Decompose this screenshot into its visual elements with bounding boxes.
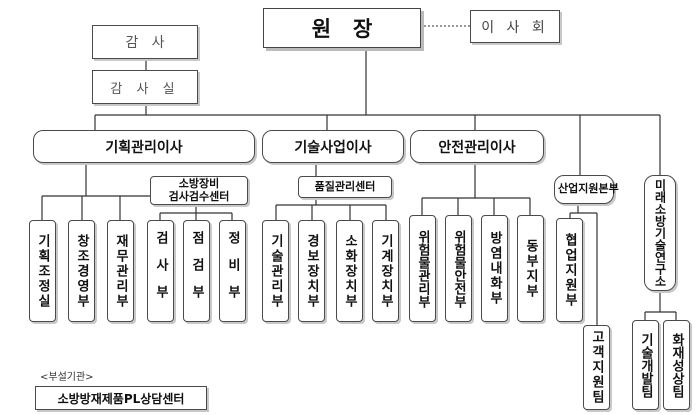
dept-mechanical-device-label: 기계장치부 xyxy=(378,233,393,309)
dept-creative-management: 창조경영부 xyxy=(68,220,95,322)
affiliate-name: 소방방재제품PL상담센터 xyxy=(57,391,185,406)
dept-creative-management-label: 창조경영부 xyxy=(74,233,89,309)
division-safety-label: 안전관리이사 xyxy=(438,139,516,156)
dept-tech-management-label: 기술관리부 xyxy=(268,233,283,309)
team-tech-development-label: 기술개발팀 xyxy=(638,332,653,398)
dept-extinguishing-device-label: 소화장치부 xyxy=(342,233,357,309)
dept-cooperation-support-label: 협업지원부 xyxy=(562,232,577,308)
division-technology: 기술사업이사 xyxy=(262,130,404,163)
audit-office-label: 감 사 실 xyxy=(110,81,180,97)
dept-inspection: 검사부 xyxy=(147,220,174,322)
dept-finance-label: 재무관리부 xyxy=(113,233,128,309)
dept-east-branch: 동부지부 xyxy=(517,215,544,322)
affiliate-box: 소방방재제품PL상담센터 xyxy=(35,386,207,410)
team-fire-characteristics: 화재성상팀 xyxy=(663,320,690,410)
center-quality: 품질관리센터 xyxy=(298,176,392,198)
division-planning: 기획관리이사 xyxy=(33,130,255,163)
auditor-box: 감 사 xyxy=(92,25,198,59)
dept-cooperation-support: 협업지원부 xyxy=(556,218,583,322)
division-research: 미래소방기술연구소 xyxy=(644,175,676,291)
dept-alarm-device: 경보장치부 xyxy=(298,220,325,322)
center-equipment-inspection-label: 소방장비 검사검수센터 xyxy=(168,176,230,203)
division-safety: 안전관리이사 xyxy=(410,130,544,163)
affiliate-caption: <부설기관> xyxy=(40,372,94,383)
dept-planning-coordination: 기획조정실 xyxy=(29,220,56,322)
dept-fireproof-label: 방염내화부 xyxy=(487,231,502,306)
director-label: 원 장 xyxy=(311,17,373,41)
dept-fireproof: 방염내화부 xyxy=(481,215,508,322)
team-fire-characteristics-label: 화재성상팀 xyxy=(669,332,684,398)
dept-alarm-device-label: 경보장치부 xyxy=(304,233,319,309)
dept-mechanical-device: 기계장치부 xyxy=(372,220,399,322)
dept-finance: 재무관리부 xyxy=(107,220,134,322)
dept-maintenance-label: 정비부 xyxy=(225,230,240,312)
division-planning-label: 기획관리이사 xyxy=(105,139,183,156)
division-industry: 산업지원본부 xyxy=(554,175,619,204)
dept-hazmat-management-label: 위험물관리부 xyxy=(415,229,430,308)
dept-tech-management: 기술관리부 xyxy=(262,220,289,322)
division-technology-label: 기술사업이사 xyxy=(294,139,372,156)
audit-office-box: 감 사 실 xyxy=(92,70,198,104)
center-equipment-inspection: 소방장비 검사검수센터 xyxy=(150,176,248,205)
team-customer-support: 고객지원팀 xyxy=(583,325,610,410)
dept-inspection-label: 검사부 xyxy=(153,230,168,312)
board-box: 이 사 회 xyxy=(470,10,560,43)
dept-maintenance: 정비부 xyxy=(219,220,246,322)
dept-check: 점검부 xyxy=(183,220,210,322)
dept-extinguishing-device: 소화장치부 xyxy=(336,220,363,322)
team-tech-development: 기술개발팀 xyxy=(632,320,659,410)
dept-planning-coordination-label: 기획조정실 xyxy=(35,233,50,309)
team-customer-support-label: 고객지원팀 xyxy=(589,330,604,405)
dept-hazmat-safety: 위험물안전부 xyxy=(445,215,472,322)
director-box: 원 장 xyxy=(263,8,421,48)
dept-hazmat-safety-label: 위험물안전부 xyxy=(451,229,466,308)
dept-east-branch-label: 동부지부 xyxy=(523,238,538,299)
division-industry-label: 산업지원본부 xyxy=(558,182,619,196)
auditor-label: 감 사 xyxy=(125,35,165,51)
dept-hazmat-management: 위험물관리부 xyxy=(409,215,436,322)
dept-check-label: 점검부 xyxy=(189,230,204,312)
board-label: 이 사 회 xyxy=(481,19,549,36)
center-quality-label: 품질관리센터 xyxy=(314,179,376,193)
division-research-label: 미래소방기술연구소 xyxy=(653,179,667,287)
